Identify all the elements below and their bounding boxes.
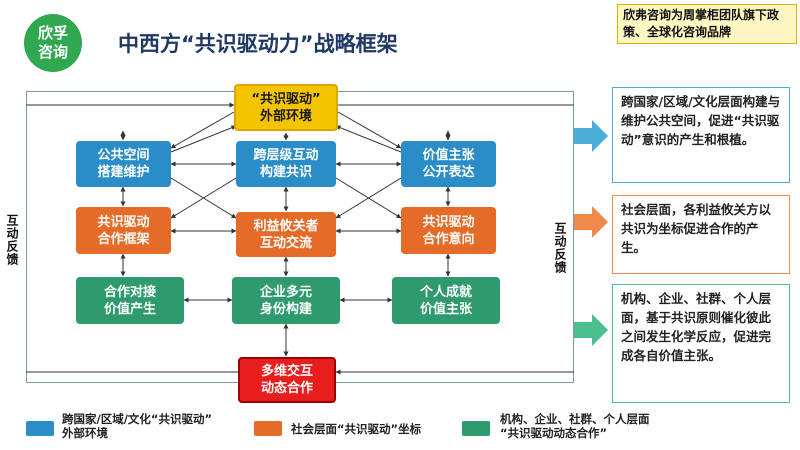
node-cooperation-intent: 共识驱动 合作意向	[401, 207, 496, 254]
green-arrow-icon	[574, 314, 608, 346]
node-cooperation-framework: 共识驱动 合作框架	[76, 207, 171, 254]
legend-text-blue: 跨国家/区域/文化“共识驱动” 外部环境	[62, 412, 213, 440]
node-cross-level-consensus: 跨层级互动 构建共识	[236, 141, 336, 187]
node-public-space: 公共空间 搭建维护	[76, 141, 171, 187]
page-title: 中西方“共识驱动力”战略框架	[118, 32, 398, 56]
legend-swatch-green	[462, 421, 490, 436]
brand-logo-text: 欣孚 咨询	[37, 24, 68, 61]
right-feedback-label: 互动反馈	[553, 222, 567, 274]
orange-arrow-icon	[574, 206, 608, 238]
legend-text-orange: 社会层面“共识驱动”坐标	[291, 422, 422, 436]
node-personal-achievement: 个人成就 价值主张	[392, 277, 500, 324]
brand-tagline: 欣弗咨询为周掌柜团队旗下政策、全球化咨询品牌	[617, 4, 797, 44]
node-value-creation: 合作对接 价值产生	[76, 277, 184, 324]
legend-swatch-blue	[26, 421, 54, 436]
node-stakeholder-exchange: 利益攸关者 互动交流	[236, 212, 336, 257]
right-arrows	[574, 120, 608, 346]
legend-swatch-orange	[254, 421, 282, 436]
legend-text-green: 机构、企业、社群、个人层面 “共识驱动动态合作”	[500, 412, 650, 440]
blue-arrow-icon	[574, 120, 608, 152]
brand-logo: 欣孚 咨询	[24, 14, 82, 72]
node-value-proposition: 价值主张 公开表达	[401, 141, 496, 187]
left-feedback-label: 互动反馈	[5, 214, 19, 266]
node-external-environment: “共识驱动” 外部环境	[234, 84, 338, 131]
node-enterprise-identity: 企业多元 身份构建	[232, 277, 340, 324]
description-orange: 社会层面，各利益攸关方以共识为坐标促进合作的产生。	[612, 195, 790, 274]
description-blue: 跨国家/区域/文化层面构建与维护公共空间，促进“共识驱动”意识的产生和根植。	[612, 87, 790, 183]
node-dynamic-cooperation: 多维交互 动态合作	[238, 357, 336, 403]
description-green: 机构、企业、社群、个人层面，基于共识原则催化彼此之间发生化学反应，促进完成各自价…	[612, 284, 790, 403]
